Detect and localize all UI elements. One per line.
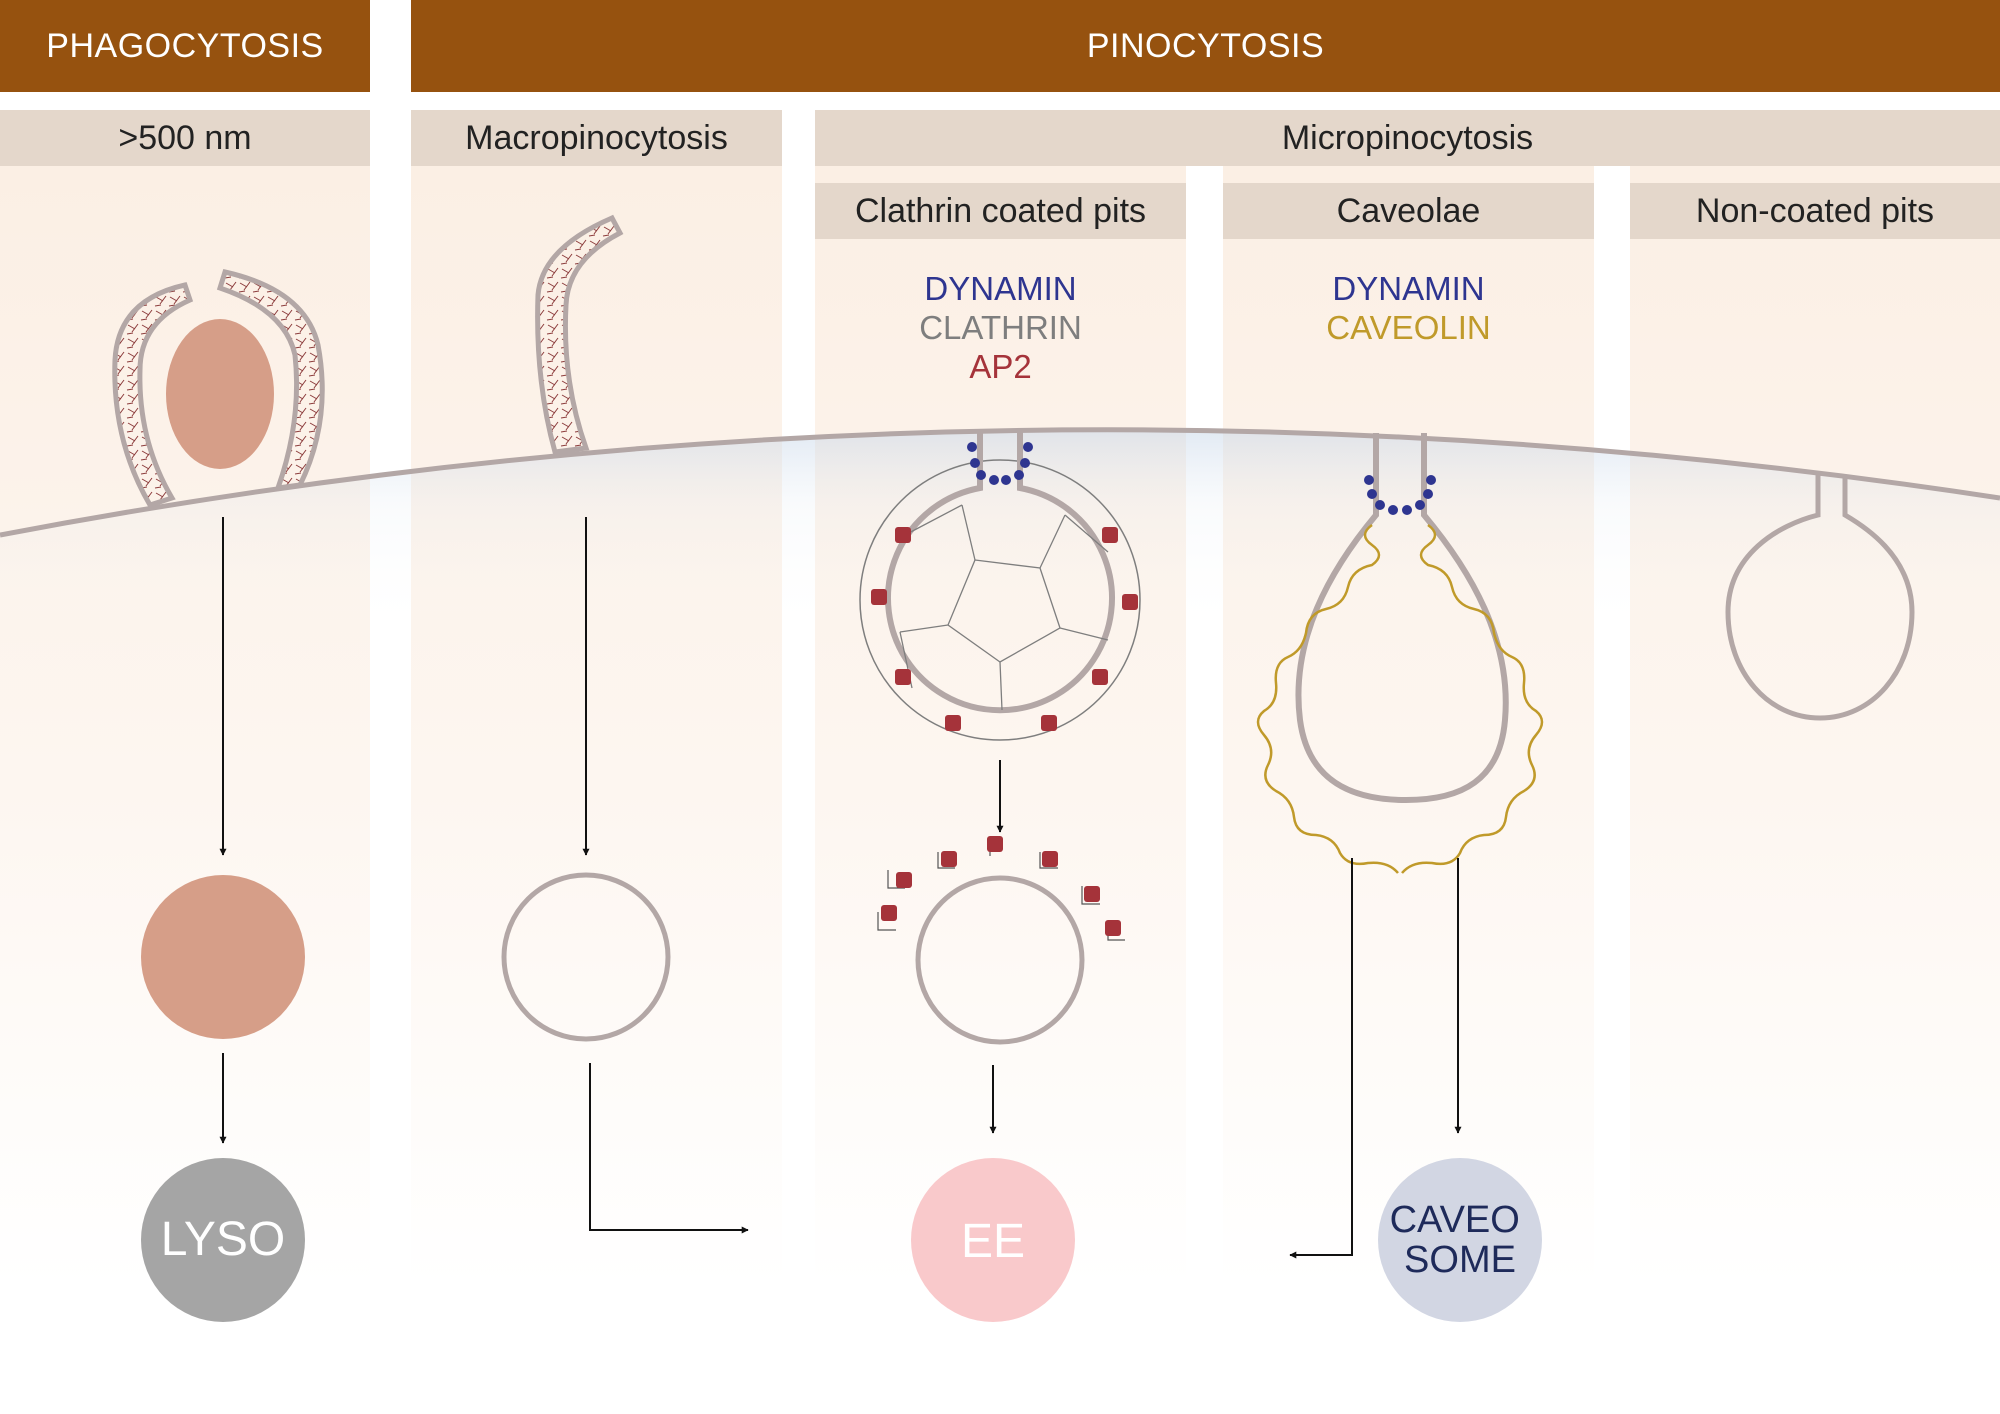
noncoated-pits-label: Non-coated pits bbox=[1695, 191, 1935, 230]
clathrin-label: CLATHRIN bbox=[919, 309, 1082, 346]
lysosome bbox=[141, 1158, 305, 1322]
uncoated-vesicle bbox=[915, 875, 1085, 1045]
caveola bbox=[1256, 433, 1544, 874]
ap2-label: AP2 bbox=[969, 348, 1032, 385]
pinocytosis-title: PINOCYTOSIS bbox=[1086, 26, 1325, 65]
caveosome-label-line2: SOME bbox=[1404, 1239, 1516, 1281]
ap2-adaptors bbox=[871, 527, 1138, 731]
phagocytosis-title: PHAGOCYTOSIS bbox=[46, 26, 324, 65]
caveosome-label-line1: CAVEO bbox=[1390, 1199, 1520, 1241]
caveosome-label: CAVEO SOME bbox=[1390, 1199, 1531, 1281]
size-header: >500 nm bbox=[0, 110, 370, 166]
uncoating-vesicle bbox=[877, 836, 1125, 1045]
phagocytosis-banner: PHAGOCYTOSIS bbox=[0, 0, 370, 92]
macropinosome bbox=[501, 872, 671, 1042]
size-label: >500 nm bbox=[118, 118, 252, 157]
noncoated-pits-header: Non-coated pits bbox=[1630, 183, 2000, 239]
dynamin-label: DYNAMIN bbox=[924, 270, 1077, 307]
clathrin-lattice bbox=[899, 504, 1109, 711]
caveolin-coat bbox=[1256, 523, 1544, 874]
caveolae-header: Caveolae bbox=[1223, 183, 1594, 239]
caveosome bbox=[1378, 1158, 1542, 1322]
macropinocytosis-column bbox=[411, 166, 782, 1286]
clathrin-pits-label: Clathrin coated pits bbox=[854, 191, 1147, 230]
dynamin-ring-caveolae bbox=[1364, 475, 1436, 515]
clathrin-lattice-outer bbox=[859, 459, 1141, 741]
early-endosome bbox=[911, 1158, 1075, 1322]
caveolin-label: CAVEOLIN bbox=[1326, 309, 1491, 346]
noncoated-column bbox=[1630, 166, 2000, 1286]
clathrin-coated-vesicle bbox=[859, 432, 1141, 741]
particle bbox=[166, 319, 274, 469]
released-adaptors bbox=[877, 836, 1125, 941]
macropinocytosis-label: Macropinocytosis bbox=[465, 118, 728, 157]
caveolae-label: Caveolae bbox=[1336, 191, 1481, 230]
phagocytic-arm-left bbox=[112, 282, 194, 508]
pinocytosis-banner: PINOCYTOSIS bbox=[411, 0, 2000, 92]
phagosome bbox=[141, 875, 305, 1039]
lyso-label: LYSO bbox=[161, 1213, 286, 1266]
membrane-ruffle bbox=[535, 214, 624, 455]
macro-arrow-2 bbox=[589, 1063, 749, 1234]
phagocytic-arm-right bbox=[216, 269, 325, 492]
ee-label: EE bbox=[961, 1215, 1025, 1268]
dynamin-ring bbox=[967, 442, 1033, 485]
micropinocytosis-header: Micropinocytosis bbox=[815, 110, 2000, 166]
noncoated-vesicle bbox=[1725, 472, 1915, 721]
cytoplasm bbox=[0, 429, 2000, 640]
caveolae-molecules: DYNAMIN CAVEOLIN bbox=[1223, 270, 1594, 350]
clathrin-column bbox=[815, 166, 1186, 1286]
caveolae-column bbox=[1223, 166, 1594, 1286]
micropinocytosis-label: Micropinocytosis bbox=[1281, 118, 1534, 157]
dynamin-label-caveolae: DYNAMIN bbox=[1332, 270, 1485, 307]
clathrin-molecules: DYNAMIN CLATHRIN AP2 bbox=[815, 270, 1186, 390]
caveolae-arrow-to-ee bbox=[1289, 858, 1353, 1259]
phagocytic-cup bbox=[112, 269, 325, 508]
macropinocytosis-header: Macropinocytosis bbox=[411, 110, 782, 166]
plasma-membrane bbox=[0, 427, 2000, 538]
clathrin-pits-header: Clathrin coated pits bbox=[815, 183, 1186, 239]
